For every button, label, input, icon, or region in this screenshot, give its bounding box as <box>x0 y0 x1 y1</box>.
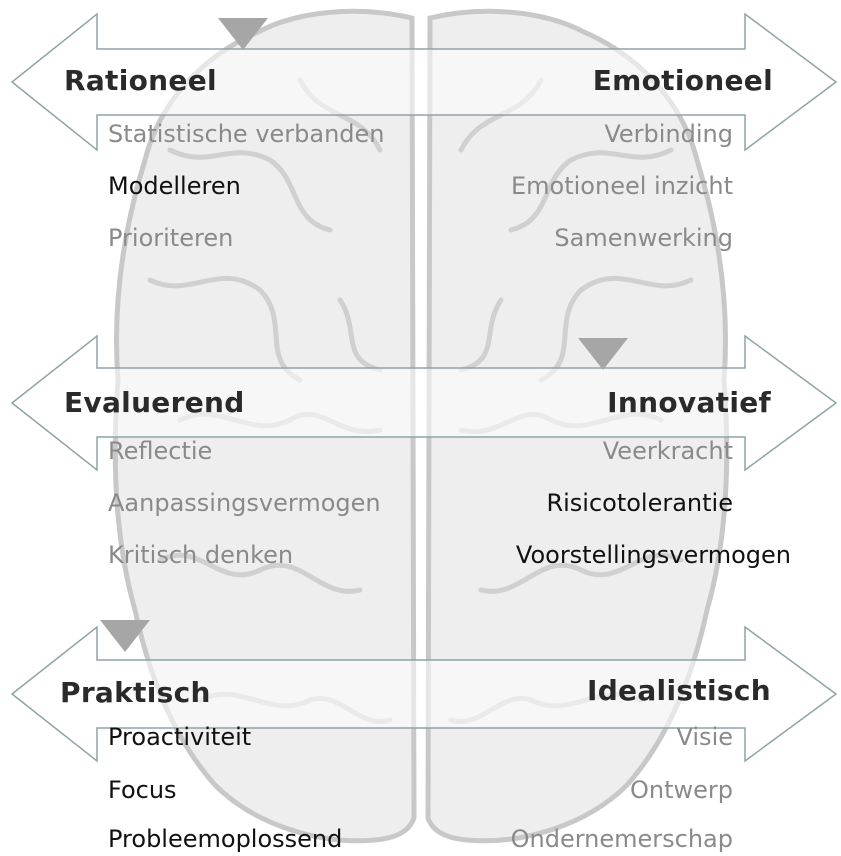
triangle-marker-icon <box>100 620 150 652</box>
list-item: Modelleren <box>108 172 241 200</box>
triangle-marker-icon <box>218 18 268 50</box>
triangle-markers <box>100 18 628 652</box>
list-item: Ontwerp <box>629 776 733 804</box>
arrow-band-row-1 <box>10 12 838 152</box>
list-item: Reflectie <box>108 437 213 465</box>
list-item: Statistische verbanden <box>108 120 385 148</box>
list-item: Aanpassingsvermogen <box>108 489 381 517</box>
list-item: Focus <box>108 776 177 804</box>
list-item: Kritisch denken <box>108 541 294 569</box>
heading-idealistisch: Idealistisch <box>587 674 771 707</box>
list-item: Veerkracht <box>602 437 733 465</box>
list-item: Emotioneel inzicht <box>511 172 733 200</box>
list-item: Visie <box>676 723 734 751</box>
heading-evaluerend: Evaluerend <box>64 386 245 419</box>
list-item: Prioriteren <box>108 224 234 252</box>
heading-rationeel: Rationeel <box>64 64 217 97</box>
heading-emotioneel: Emotioneel <box>592 64 773 97</box>
arrow-bands <box>10 12 838 763</box>
list-item: Samenwerking <box>554 224 733 252</box>
list-item: Ondernemerschap <box>510 825 733 853</box>
list-item: Proactiviteit <box>108 723 252 751</box>
brain-illustration <box>112 8 730 844</box>
arrow-band-row-3 <box>10 625 838 763</box>
triangle-marker-icon <box>578 338 628 370</box>
heading-innovatief: Innovatief <box>607 386 771 419</box>
list-item: Probleemoplossend <box>108 825 343 853</box>
list-item: Verbinding <box>604 120 733 148</box>
list-item: Voorstellingsvermogen <box>515 541 791 569</box>
arrow-band-row-2 <box>10 334 838 472</box>
list-item: Risicotolerantie <box>546 489 733 517</box>
heading-praktisch: Praktisch <box>60 676 211 709</box>
